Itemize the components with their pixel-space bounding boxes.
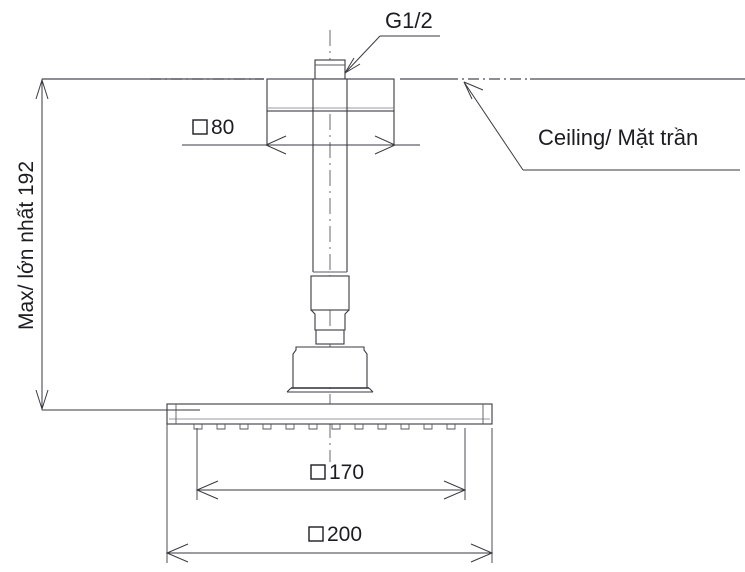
nozzle xyxy=(377,424,387,430)
height-arrow-bottom xyxy=(35,389,49,411)
square-symbol-icon xyxy=(308,526,324,542)
nozzle xyxy=(239,424,249,430)
thread-callout-arrow xyxy=(344,57,361,74)
plate-dimension-group: 200 xyxy=(165,404,494,563)
ceiling-callout-arrow xyxy=(463,81,484,100)
ceiling-callout-label: Ceiling/ Mặt trần xyxy=(538,125,698,150)
square-symbol-icon xyxy=(192,119,208,135)
spray-nozzle-row xyxy=(193,424,456,430)
thread-callout-leader xyxy=(344,35,381,74)
spray-face-dimension-group: 170 xyxy=(195,428,467,500)
drop-pipe-group xyxy=(312,79,348,272)
ceiling-collar-group xyxy=(266,78,395,145)
head-plate-body xyxy=(166,403,493,425)
plate-arrow-right xyxy=(470,543,494,563)
thread-callout-label: G1/2 xyxy=(385,8,433,33)
height-arrow-top xyxy=(35,78,49,100)
nozzle xyxy=(354,424,364,430)
thread-stub-body xyxy=(314,59,346,80)
ceiling-callout-group: Ceiling/ Mặt trần xyxy=(463,81,740,171)
thread-stub-group xyxy=(314,59,346,80)
joint-collar-lower xyxy=(315,329,345,345)
nozzle xyxy=(400,424,410,430)
height-dimension-label: Max/ lớn nhất 192 xyxy=(15,161,38,330)
nozzle xyxy=(193,424,203,430)
collar-dim-arrow-right xyxy=(374,135,397,155)
height-dimension-group: Max/ lớn nhất 192 xyxy=(15,78,200,411)
nozzle xyxy=(331,424,341,430)
nozzle xyxy=(262,424,272,430)
joint-collar-upper xyxy=(310,275,350,311)
dome-base-left-chamfer xyxy=(286,387,292,393)
spray-face-arrow-right xyxy=(443,480,467,500)
plate-dimension-label: 200 xyxy=(327,523,362,546)
square-symbol-icon xyxy=(310,464,326,480)
collar-dimension-group: 80 xyxy=(182,116,420,155)
spray-face-dimension-label: 170 xyxy=(329,461,364,484)
nozzle xyxy=(446,424,456,430)
shower-head-plate-group xyxy=(166,403,493,430)
dome-connector-group xyxy=(286,346,374,393)
ceiling-callout-leader xyxy=(463,81,524,171)
plate-arrow-left xyxy=(165,543,189,563)
dome-connector-body xyxy=(292,346,368,389)
swivel-joint-group xyxy=(310,271,350,345)
dome-base-right-chamfer xyxy=(368,387,374,393)
collar-dimension-label: 80 xyxy=(211,116,234,139)
nozzle xyxy=(285,424,295,430)
collar-upper-body xyxy=(266,78,395,112)
spray-face-arrow-left xyxy=(195,480,219,500)
nozzle xyxy=(423,424,433,430)
collar-dim-arrow-left xyxy=(264,135,287,155)
nozzle xyxy=(216,424,226,430)
thread-callout-group: G1/2 xyxy=(344,8,440,74)
nozzle xyxy=(308,424,318,430)
